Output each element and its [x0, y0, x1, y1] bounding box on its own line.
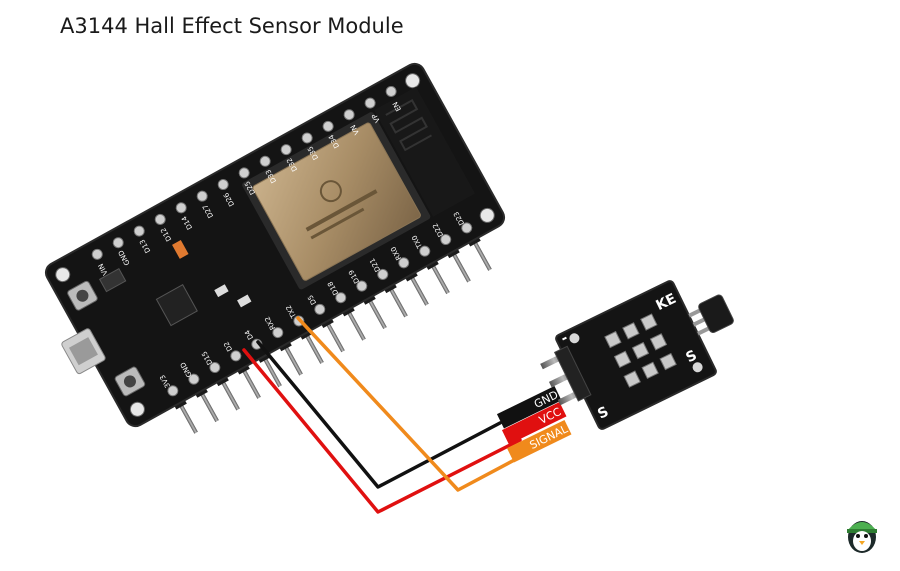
wire-connectors: GND VCC SIGNAL [496, 386, 572, 463]
pin-hole [398, 257, 410, 269]
pin-hole [112, 237, 124, 249]
pin-hole [461, 222, 473, 234]
pin-hole [133, 225, 145, 237]
pin-hole [272, 327, 284, 339]
pin-hole [377, 268, 389, 280]
pin-hole [301, 132, 313, 144]
bottom-pin-label: D2 [222, 340, 234, 352]
mounting-hole [55, 267, 71, 283]
mounting-hole [479, 207, 495, 223]
pin-hole [188, 373, 200, 385]
esp32-board: VINGNDD13D12D14D27D26D25D33D32D35D34VNVP… [44, 62, 506, 434]
led [172, 240, 189, 259]
top-pin-label: VP [370, 112, 381, 124]
pin-hole [238, 167, 250, 179]
pin-hole [322, 120, 334, 132]
pin-hole [356, 280, 368, 292]
hall-sensor-module: - S KE S [540, 280, 734, 430]
vcc-connector [501, 402, 567, 445]
usb-uart-chip [155, 284, 198, 327]
pin-hole [217, 179, 229, 191]
pin-hole [154, 213, 166, 225]
mounting-hole [692, 362, 703, 373]
pin-hole [385, 85, 397, 97]
gnd-connector [496, 386, 562, 429]
pin-hole [230, 350, 242, 362]
top-pin-label: EN [391, 100, 403, 112]
pin-hole [280, 144, 292, 156]
pin-hole [335, 292, 347, 304]
bottom-pin-label: D5 [306, 294, 318, 306]
mounting-hole [569, 333, 580, 344]
pin-hole [175, 202, 187, 214]
penguin-logo-icon [847, 521, 877, 553]
top-pin-label: VN [349, 123, 361, 136]
espressif-logo-icon [319, 180, 342, 203]
pin-hole [196, 190, 208, 202]
esp32-shield [252, 122, 421, 281]
pin-hole [364, 97, 376, 109]
gnd-wire [256, 340, 502, 489]
pin-hole [343, 109, 355, 121]
pin-hole [259, 155, 271, 167]
signal-wire [296, 316, 522, 492]
pin-hole [91, 248, 103, 260]
pin-hole [314, 303, 326, 315]
pin-hole [167, 385, 179, 397]
mounting-hole [129, 401, 145, 417]
pin-hole [419, 245, 431, 257]
wires [242, 316, 522, 514]
a3144-sensor [698, 294, 734, 333]
signal-connector [506, 420, 572, 463]
pin-hole [440, 234, 452, 246]
vcc-wire [242, 348, 522, 514]
pin-hole [209, 362, 221, 374]
diagram-title: A3144 Hall Effect Sensor Module [60, 14, 404, 38]
